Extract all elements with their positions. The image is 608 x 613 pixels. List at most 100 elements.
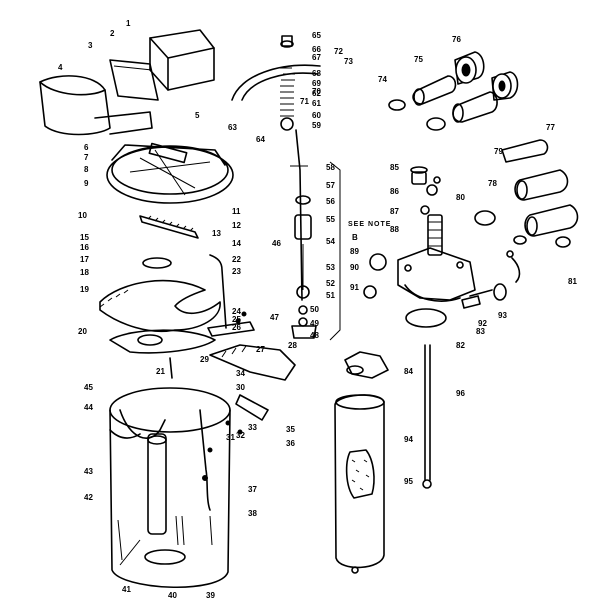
callout-53: 53 — [326, 263, 335, 272]
callout-29: 29 — [200, 355, 209, 364]
callout-15: 15 — [80, 233, 89, 242]
callout-52: 52 — [326, 279, 335, 288]
fittings — [410, 166, 441, 215]
callout-62: 62 — [312, 89, 321, 98]
callout-43: 43 — [84, 467, 93, 476]
float-link — [225, 394, 269, 435]
callout-20: 20 — [78, 327, 87, 336]
valve-small-parts — [363, 253, 507, 309]
callout-91: 91 — [350, 283, 359, 292]
callout-95: 95 — [404, 477, 413, 486]
callout-7: 7 — [84, 153, 89, 162]
callout-85: 85 — [390, 163, 399, 172]
callout-23: 23 — [232, 267, 241, 276]
callout-6: 6 — [84, 143, 89, 152]
callout-58: 58 — [326, 163, 335, 172]
callout-93: 93 — [498, 311, 507, 320]
callout-67: 67 — [312, 53, 321, 62]
callout-10: 10 — [78, 211, 87, 220]
callout-63: 63 — [228, 123, 237, 132]
callout-24: 24 — [232, 307, 241, 316]
callout-89: 89 — [350, 247, 359, 256]
callout-59: 59 — [312, 121, 321, 130]
callout-32: 32 — [236, 431, 245, 440]
callout-81: 81 — [568, 277, 577, 286]
callout-27: 27 — [256, 345, 265, 354]
callout-87: 87 — [390, 207, 399, 216]
callout-26: 26 — [232, 323, 241, 332]
o-ring-large — [405, 308, 447, 328]
callout-74: 74 — [378, 75, 387, 84]
gear-rack — [139, 215, 199, 239]
see-note-bracket — [329, 161, 341, 341]
callout-42: 42 — [84, 493, 93, 502]
callout-77: 77 — [546, 123, 555, 132]
callout-86: 86 — [390, 187, 399, 196]
callout-49: 49 — [310, 319, 319, 328]
callout-36: 36 — [286, 439, 295, 448]
cam-plate — [99, 279, 221, 333]
callout-12: 12 — [232, 221, 241, 230]
callout-57: 57 — [326, 181, 335, 190]
callout-45: 45 — [84, 383, 93, 392]
callout-34: 34 — [236, 369, 245, 378]
callout-96: 96 — [456, 389, 465, 398]
callout-18: 18 — [80, 268, 89, 277]
callout-80: 80 — [456, 193, 465, 202]
callout-44: 44 — [84, 403, 93, 412]
callout-56: 56 — [326, 197, 335, 206]
callout-3: 3 — [88, 41, 93, 50]
callout-72: 72 — [334, 47, 343, 56]
callout-60: 60 — [312, 111, 321, 120]
callout-51: 51 — [326, 291, 335, 300]
callout-17: 17 — [80, 255, 89, 264]
callout-50: 50 — [310, 305, 319, 314]
callout-65: 65 — [312, 31, 321, 40]
callout-33: 33 — [248, 423, 257, 432]
callout-92: 92 — [478, 319, 487, 328]
rod — [169, 357, 173, 379]
brine-lid — [106, 142, 234, 204]
callout-54: 54 — [326, 237, 335, 246]
callout-66: 66 — [312, 45, 321, 54]
callout-69: 69 — [312, 79, 321, 88]
callout-39: 39 — [206, 591, 215, 600]
callout-88: 88 — [390, 225, 399, 234]
callout-37: 37 — [248, 485, 257, 494]
note-marker: B — [352, 233, 358, 242]
callout-78: 78 — [488, 179, 497, 188]
callout-5: 5 — [195, 111, 200, 120]
top-cover-panel — [149, 29, 215, 91]
callout-84: 84 — [404, 367, 413, 376]
callout-38: 38 — [248, 509, 257, 518]
callout-90: 90 — [350, 263, 359, 272]
callout-19: 19 — [80, 285, 89, 294]
callout-2: 2 — [110, 29, 115, 38]
callout-41: 41 — [122, 585, 131, 594]
roller-assembly — [388, 51, 519, 131]
callout-64: 64 — [256, 135, 265, 144]
resin-tank — [334, 351, 389, 574]
callout-30: 30 — [236, 383, 245, 392]
callout-9: 9 — [84, 179, 89, 188]
brine-well-plate — [109, 329, 216, 354]
brine-tube — [209, 254, 227, 329]
callout-28: 28 — [288, 341, 297, 350]
callout-76: 76 — [452, 35, 461, 44]
callout-94: 94 — [404, 435, 413, 444]
callout-83: 83 — [476, 327, 485, 336]
callout-13: 13 — [212, 229, 221, 238]
callout-21: 21 — [156, 367, 165, 376]
side-cover-panel — [109, 59, 159, 101]
callout-31: 31 — [226, 433, 235, 442]
callout-14: 14 — [232, 239, 241, 248]
callout-35: 35 — [286, 425, 295, 434]
control-shaft — [290, 129, 317, 339]
callout-16: 16 — [80, 243, 89, 252]
callout-47: 47 — [270, 313, 279, 322]
callout-46: 46 — [272, 239, 281, 248]
float-disc — [142, 257, 172, 269]
